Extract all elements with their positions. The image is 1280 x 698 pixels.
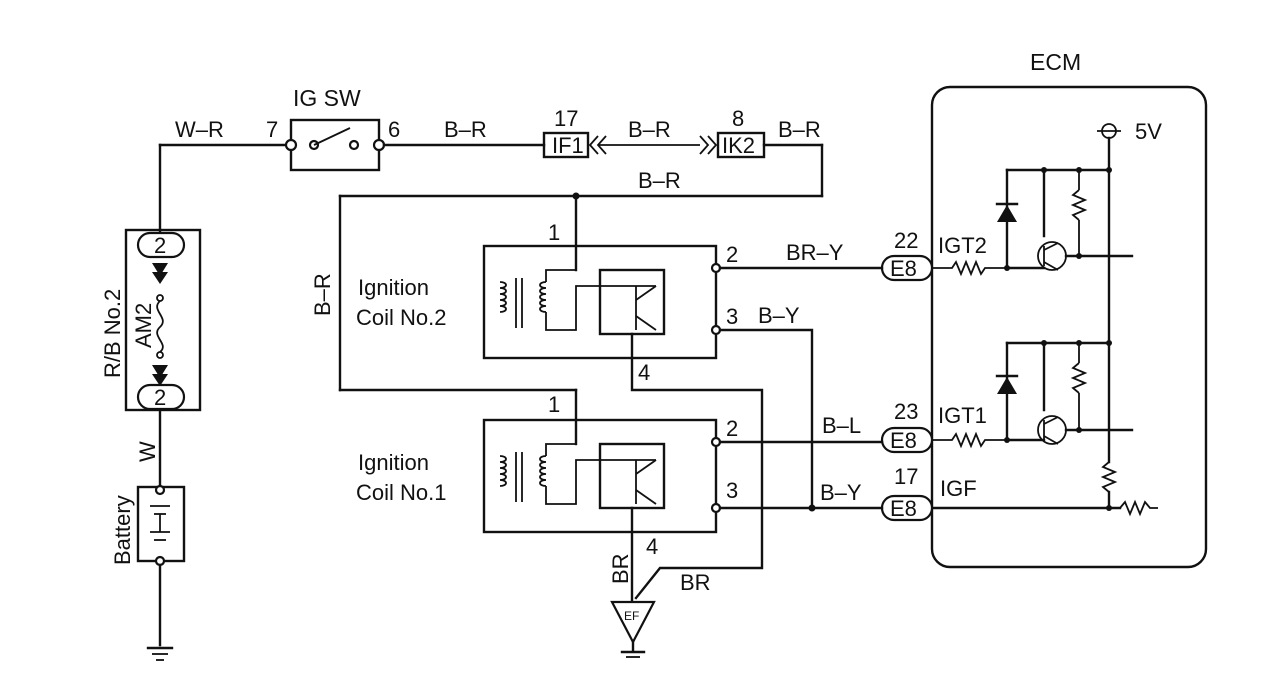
connector-ik2-name: IK2 (722, 133, 755, 158)
ig-switch-pin-in: 7 (266, 117, 278, 142)
wire-label-br-y: BR–Y (786, 240, 844, 265)
coil-2-name-line1: Ignition (358, 275, 429, 300)
power-feed-wiring: W–R 2 2 AM2 R/B No.2 W Battery (100, 117, 293, 661)
terminal-pin: 23 (894, 399, 918, 424)
wire-label-b-r-vert: B–R (310, 273, 335, 316)
signal-wiring: BR–Y B–Y B–L B–Y BR BR (608, 240, 884, 604)
terminal-connector: E8 (890, 496, 917, 521)
coil-1-pin3: 3 (726, 478, 738, 503)
coil-1-name-line1: Ignition (358, 450, 429, 475)
ignition-switch: IG SW 7 6 (266, 85, 400, 172)
connector-if1-name: IF1 (552, 133, 584, 158)
terminal-signal: IGT2 (938, 233, 987, 258)
coil-2-pin2: 2 (726, 242, 738, 267)
wire-label-br-2: BR (680, 570, 711, 595)
terminal-connector: E8 (890, 428, 917, 453)
wire-label-b-l: B–L (822, 413, 861, 438)
terminal-signal: IGF (940, 476, 977, 501)
ecm-terminal-igf: 17 E8 IGF (880, 464, 977, 522)
coil-1-name-line2: Coil No.1 (356, 480, 446, 505)
coil-2-pin4: 4 (638, 360, 650, 385)
coil-1-pin2: 2 (726, 416, 738, 441)
ignition-coil-1: Ignition Coil No.1 1 2 3 4 (356, 392, 738, 559)
ig-switch-label: IG SW (293, 85, 361, 111)
relay-block-pin-top: 2 (154, 233, 166, 258)
fuse-label: AM2 (131, 303, 156, 348)
vref-label: 5V (1135, 119, 1162, 144)
coil-2-name-line2: Coil No.2 (356, 305, 446, 330)
battery-symbol (136, 485, 186, 563)
coil-2-pin3: 3 (726, 304, 738, 329)
wire-label-br-1: BR (608, 553, 633, 584)
relay-block-label: R/B No.2 (100, 289, 125, 378)
terminal-pin: 17 (894, 464, 918, 489)
wire-label-b-r-1: B–R (444, 117, 487, 142)
coil-2-pin1: 1 (548, 220, 560, 245)
ig-switch-pin-out: 6 (388, 117, 400, 142)
wire-label-w-r: W–R (175, 117, 224, 142)
wire-label-b-r-2: B–R (628, 117, 671, 142)
wire-label-b-r-3: B–R (778, 117, 821, 142)
wire-label-b-y-2: B–Y (820, 480, 862, 505)
terminal-connector: E8 (890, 256, 917, 281)
coil-1-pin1: 1 (548, 392, 560, 417)
ecm-unit: ECM 5V (930, 49, 1208, 569)
br-feed-wiring: B–R 17 IF1 B–R 8 IK2 B–R B–R B–R (310, 106, 824, 446)
ecm-title: ECM (1030, 49, 1081, 75)
ignition-coil-2: Ignition Coil No.2 1 2 3 4 (356, 220, 738, 385)
relay-block-pin-bottom: 2 (154, 385, 166, 410)
connector-ik2-pin: 8 (732, 106, 744, 131)
connector-if1-pin: 17 (554, 106, 578, 131)
ecm-terminal-igt1: 23 E8 IGT1 (880, 399, 987, 454)
wire-label-w: W (135, 441, 160, 462)
terminal-signal: IGT1 (938, 403, 987, 428)
wire-label-b-y-1: B–Y (758, 303, 800, 328)
wire-label-b-r-4: B–R (638, 168, 681, 193)
battery-label: Battery (110, 495, 135, 565)
coil-1-pin4: 4 (646, 534, 658, 559)
ground-ef: EF (610, 600, 656, 658)
ecm-terminal-igt2: 22 E8 IGT2 (880, 228, 987, 282)
terminal-pin: 22 (894, 228, 918, 253)
ground-ef-label: EF (624, 609, 639, 623)
